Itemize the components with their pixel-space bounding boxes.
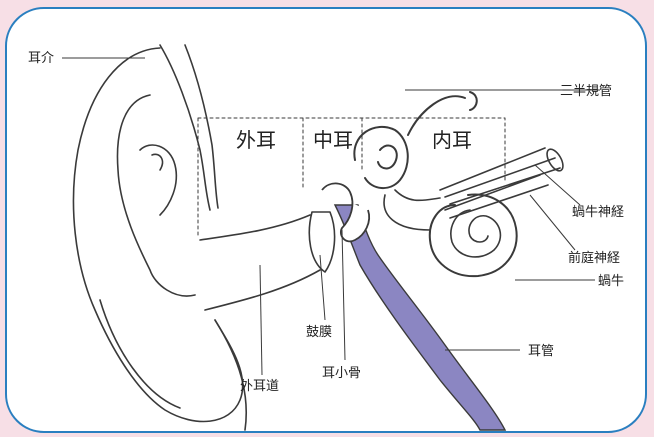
label-auricle: 耳介 [28, 51, 54, 66]
label-ear-canal: 外耳道 [240, 379, 279, 394]
label-outer-ear: 外耳 [236, 128, 276, 152]
label-eardrum: 鼓膜 [306, 325, 332, 340]
label-cochlear-nerve: 蝸牛神経 [572, 205, 624, 220]
label-semicircular-canals: 三半規管 [560, 84, 612, 99]
label-ossicles: 耳小骨 [322, 366, 361, 381]
label-middle-ear: 中耳 [313, 128, 353, 152]
label-inner-ear: 内耳 [432, 128, 472, 152]
label-eustachian-tube: 耳管 [528, 344, 554, 359]
label-cochlea: 蝸牛 [598, 274, 624, 289]
label-vestibular-nerve: 前庭神経 [568, 250, 620, 266]
